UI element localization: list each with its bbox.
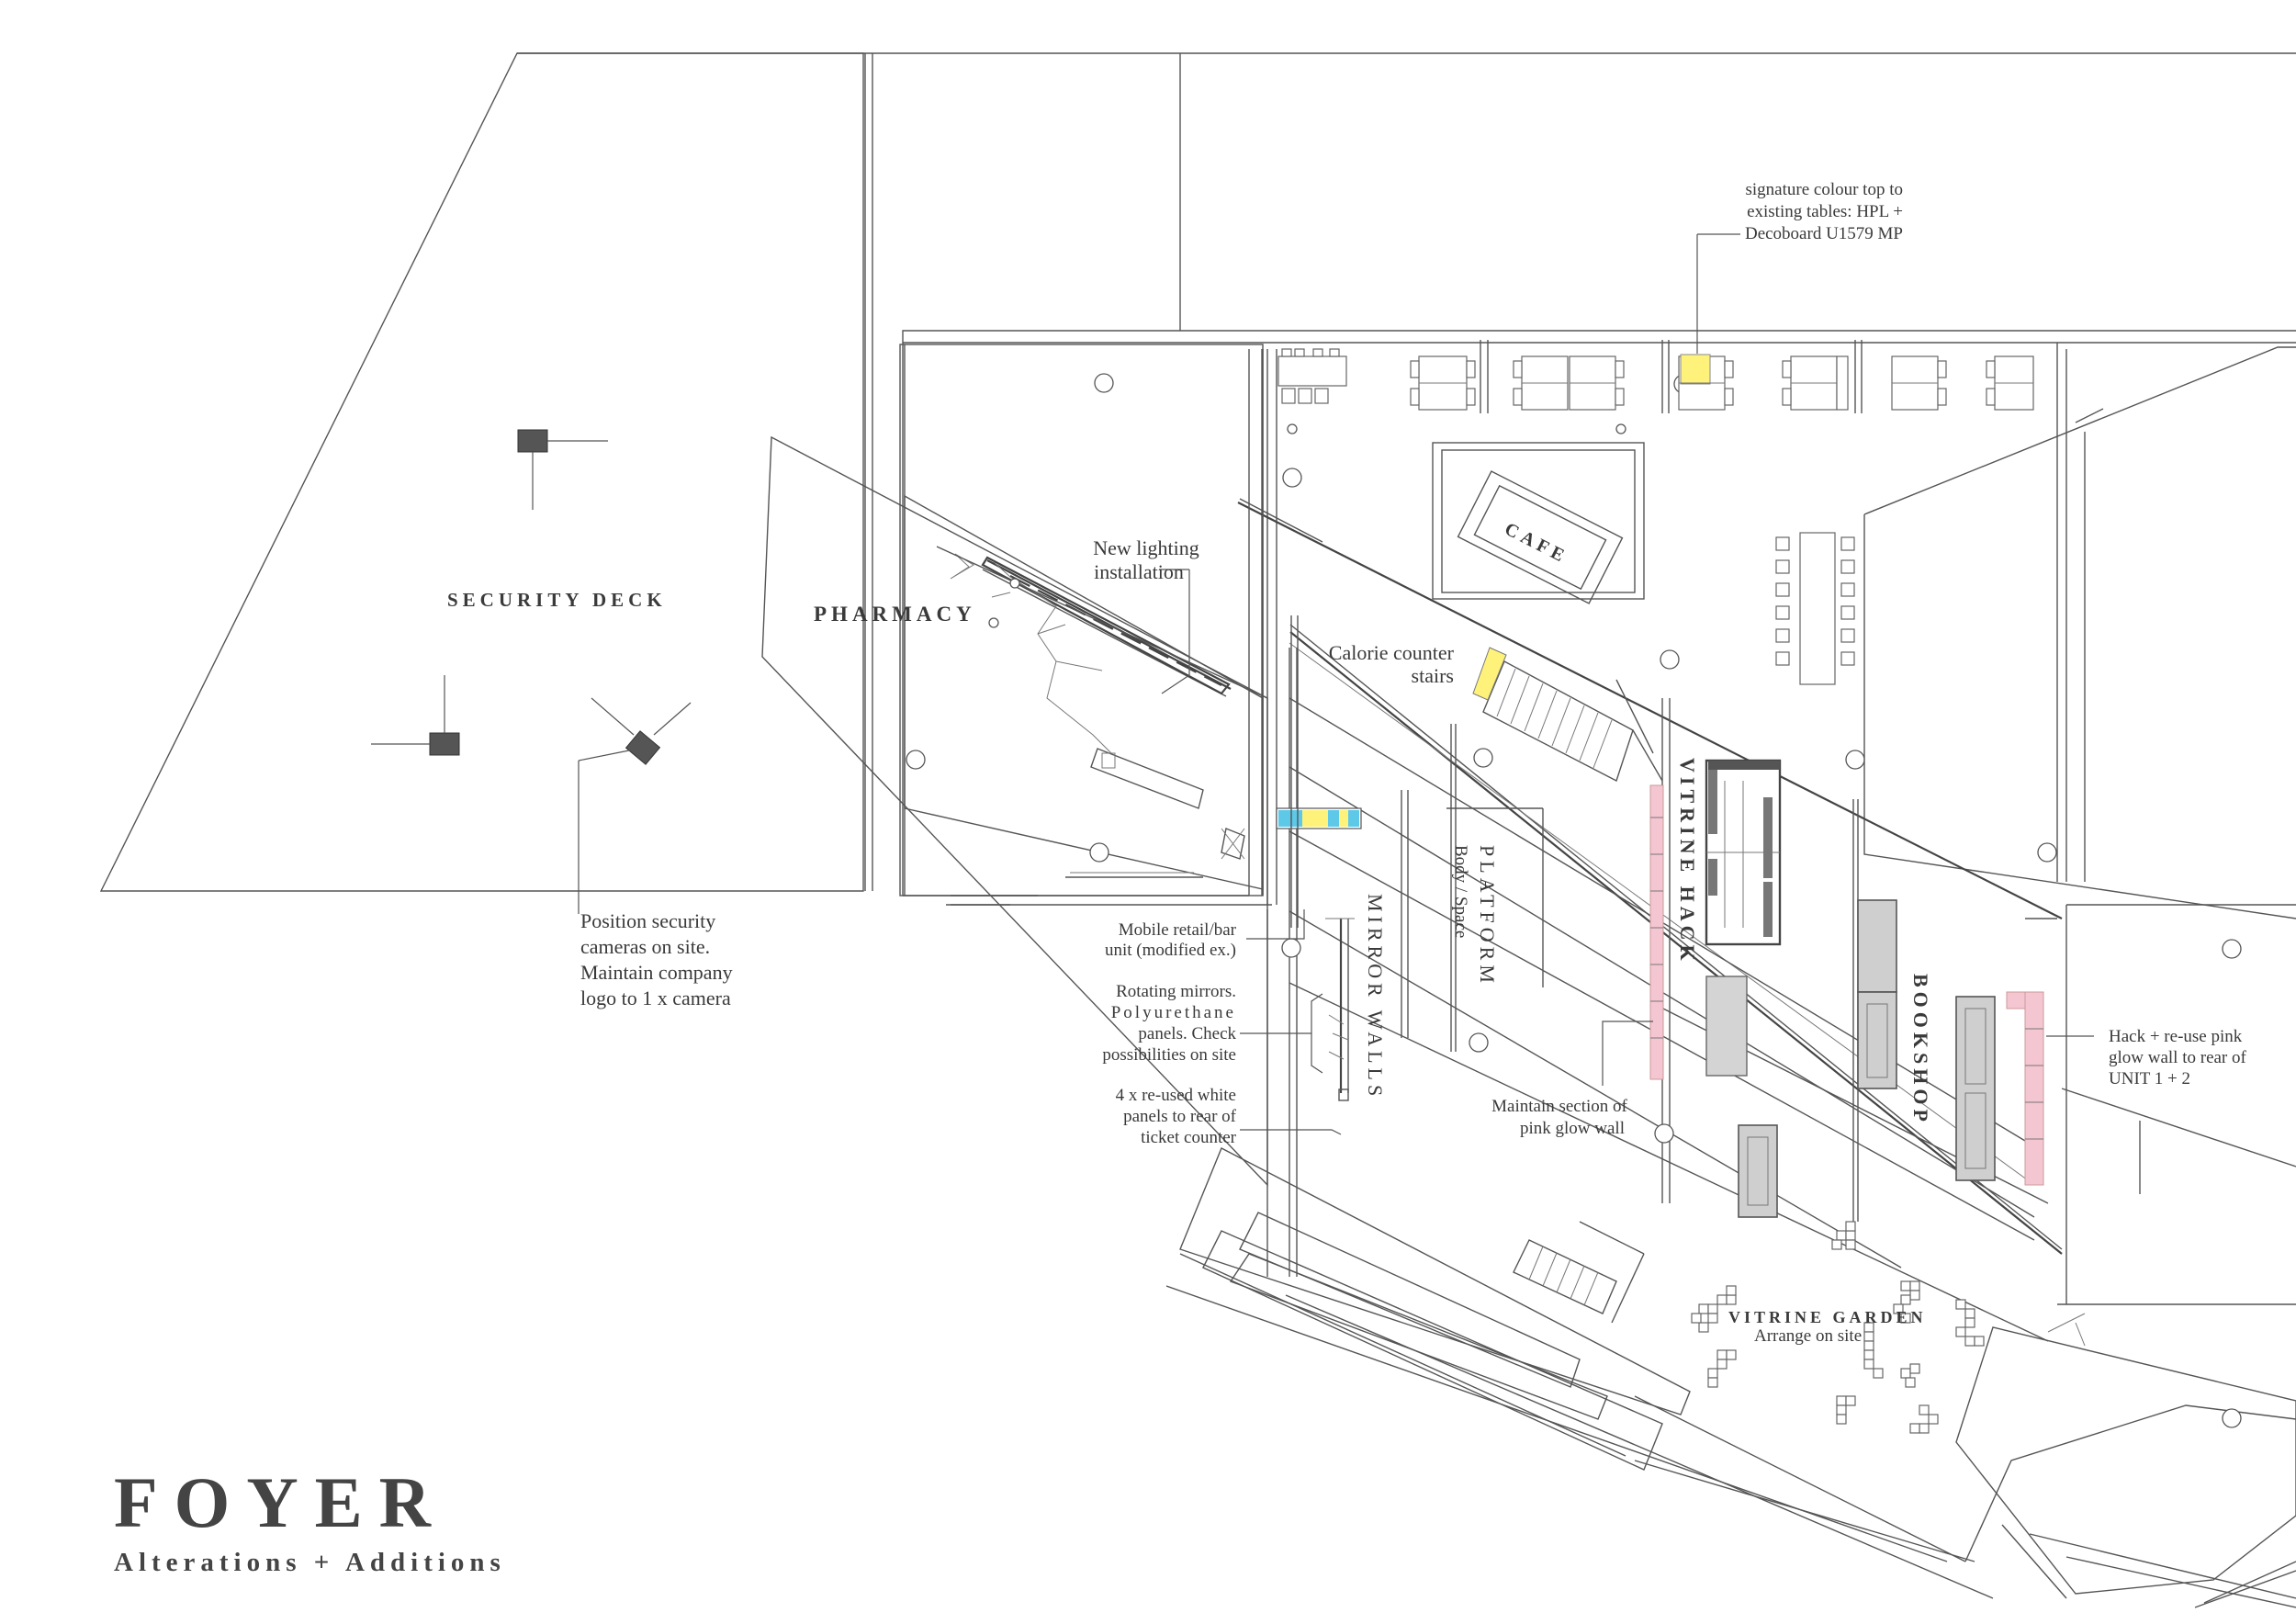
note-white-panels: 4 x re-used white panels to rear of tick… — [1116, 1086, 1237, 1147]
zone-mirror-walls: MIRROR WALLS — [1364, 894, 1387, 1100]
svg-text:Rotating mirrors.: Rotating mirrors. — [1116, 982, 1236, 1001]
column-icon — [906, 750, 926, 770]
leader-lines — [578, 233, 2094, 1135]
column-icon — [1845, 750, 1865, 770]
svg-text:New lighting: New lighting — [1093, 536, 1199, 559]
mirror-walls — [1290, 615, 1355, 1101]
security-cameras — [371, 429, 692, 765]
svg-text:4 x re-used white: 4 x re-used white — [1116, 1086, 1236, 1105]
column-icon — [1089, 842, 1109, 863]
svg-text:existing tables: HPL +: existing tables: HPL + — [1747, 202, 1903, 221]
svg-text:Polyurethane: Polyurethane — [1111, 1003, 1236, 1022]
column-icon — [1654, 1123, 1674, 1144]
calorie-counter-stairs — [1472, 647, 1663, 1324]
vitrines — [1705, 759, 1996, 1218]
svg-text:possibilities on site: possibilities on site — [1102, 1045, 1236, 1065]
note-signature-colour: signature colour top to existing tables:… — [1745, 180, 1903, 243]
vitrine — [1955, 996, 1996, 1181]
pink-glow-wall — [1649, 784, 1664, 1080]
svg-text:Calorie counter: Calorie counter — [1329, 641, 1455, 664]
svg-text:stairs: stairs — [1412, 664, 1454, 687]
note-calorie-stairs: Calorie counter stairs — [1329, 641, 1455, 687]
svg-text:unit (modified ex.): unit (modified ex.) — [1105, 941, 1236, 960]
svg-text:installation: installation — [1094, 560, 1184, 583]
svg-text:panels to rear of: panels to rear of — [1123, 1107, 1237, 1126]
column-icon — [1281, 938, 1301, 958]
zone-bookshop: BOOKSHOP — [1909, 974, 1932, 1126]
cafe-tables — [1277, 340, 2034, 685]
zone-security-deck: SECURITY DECK — [447, 589, 667, 611]
svg-text:UNIT 1 + 2: UNIT 1 + 2 — [2109, 1069, 2190, 1088]
vitrine — [1857, 899, 1897, 993]
svg-text:Mobile retail/bar: Mobile retail/bar — [1119, 920, 1237, 940]
svg-text:Maintain company: Maintain company — [580, 961, 733, 984]
security-camera-icon — [517, 429, 548, 453]
vitrine — [1738, 1124, 1778, 1218]
svg-text:Position security: Position security — [580, 909, 715, 932]
vitrine-garden-blocks — [1691, 1221, 1985, 1434]
column-icon — [2037, 842, 2057, 863]
vitrine — [1857, 991, 1897, 1089]
svg-text:cameras on site.: cameras on site. — [580, 935, 710, 958]
svg-text:panels. Check: panels. Check — [1138, 1024, 1236, 1043]
column-icon — [1469, 1032, 1489, 1053]
column-icon — [1473, 748, 1493, 768]
title-block: FOYER Alterations + Additions — [114, 1462, 506, 1577]
pink-glow-wall — [2024, 991, 2044, 1186]
zone-pharmacy: PHARMACY — [814, 603, 976, 626]
note-rotating-mirrors: Rotating mirrors. Polyurethane panels. C… — [1102, 982, 1236, 1065]
lighting-installation — [936, 546, 1268, 874]
note-mobile-unit: Mobile retail/bar unit (modified ex.) — [1105, 920, 1237, 960]
svg-text:ticket counter: ticket counter — [1141, 1128, 1237, 1147]
zone-vitrine-hack: VITRINE HACK — [1676, 758, 1699, 965]
column-icon — [1094, 373, 1114, 393]
column-icon — [1282, 468, 1302, 488]
svg-text:glow wall to rear of: glow wall to rear of — [2109, 1048, 2247, 1067]
zone-vitrine-garden-sub: Arrange on site — [1754, 1326, 1862, 1346]
zone-platform-sub: Body / Space — [1451, 845, 1470, 938]
column-icon — [1660, 649, 1680, 670]
security-camera-icon — [625, 730, 661, 765]
note-pink-reuse: Hack + re-use pink glow wall to rear of … — [2109, 1027, 2247, 1088]
columns — [906, 373, 2242, 1428]
svg-text:Maintain section of: Maintain section of — [1491, 1097, 1627, 1116]
svg-text:logo to 1 x camera: logo to 1 x camera — [580, 987, 731, 1009]
zone-vitrine-garden: VITRINE GARDEN — [1728, 1308, 1927, 1326]
vitrine — [1705, 976, 1748, 1077]
security-camera-icon — [429, 732, 460, 756]
svg-text:signature colour top to: signature colour top to — [1746, 180, 1904, 199]
page-title: FOYER — [114, 1462, 447, 1542]
column-icon — [1287, 423, 1298, 434]
zone-platform: PLATFORM — [1476, 845, 1499, 987]
note-pink-section: Maintain section of pink glow wall — [1491, 1097, 1627, 1138]
column-icon — [1615, 423, 1626, 434]
signature-colour-swatch — [1680, 354, 1711, 385]
pink-glow-walls — [1649, 784, 2044, 1186]
column-icon — [2222, 1408, 2242, 1428]
note-security-cameras: Position security cameras on site. Maint… — [580, 909, 733, 1009]
svg-text:pink glow wall: pink glow wall — [1520, 1119, 1625, 1138]
page-subtitle: Alterations + Additions — [114, 1548, 506, 1577]
svg-text:Hack + re-use pink: Hack + re-use pink — [2109, 1027, 2243, 1046]
zone-cafe: CAFE — [1502, 519, 1571, 568]
mobile-retail-bar-unit — [1276, 807, 1362, 829]
annotation-notes: signature colour top to existing tables:… — [580, 180, 2247, 1147]
svg-text:Decoboard U1579 MP: Decoboard U1579 MP — [1745, 224, 1903, 243]
column-icon — [2222, 939, 2242, 959]
building-outline — [99, 52, 2296, 1608]
note-lighting: New lighting installation — [1093, 536, 1199, 583]
